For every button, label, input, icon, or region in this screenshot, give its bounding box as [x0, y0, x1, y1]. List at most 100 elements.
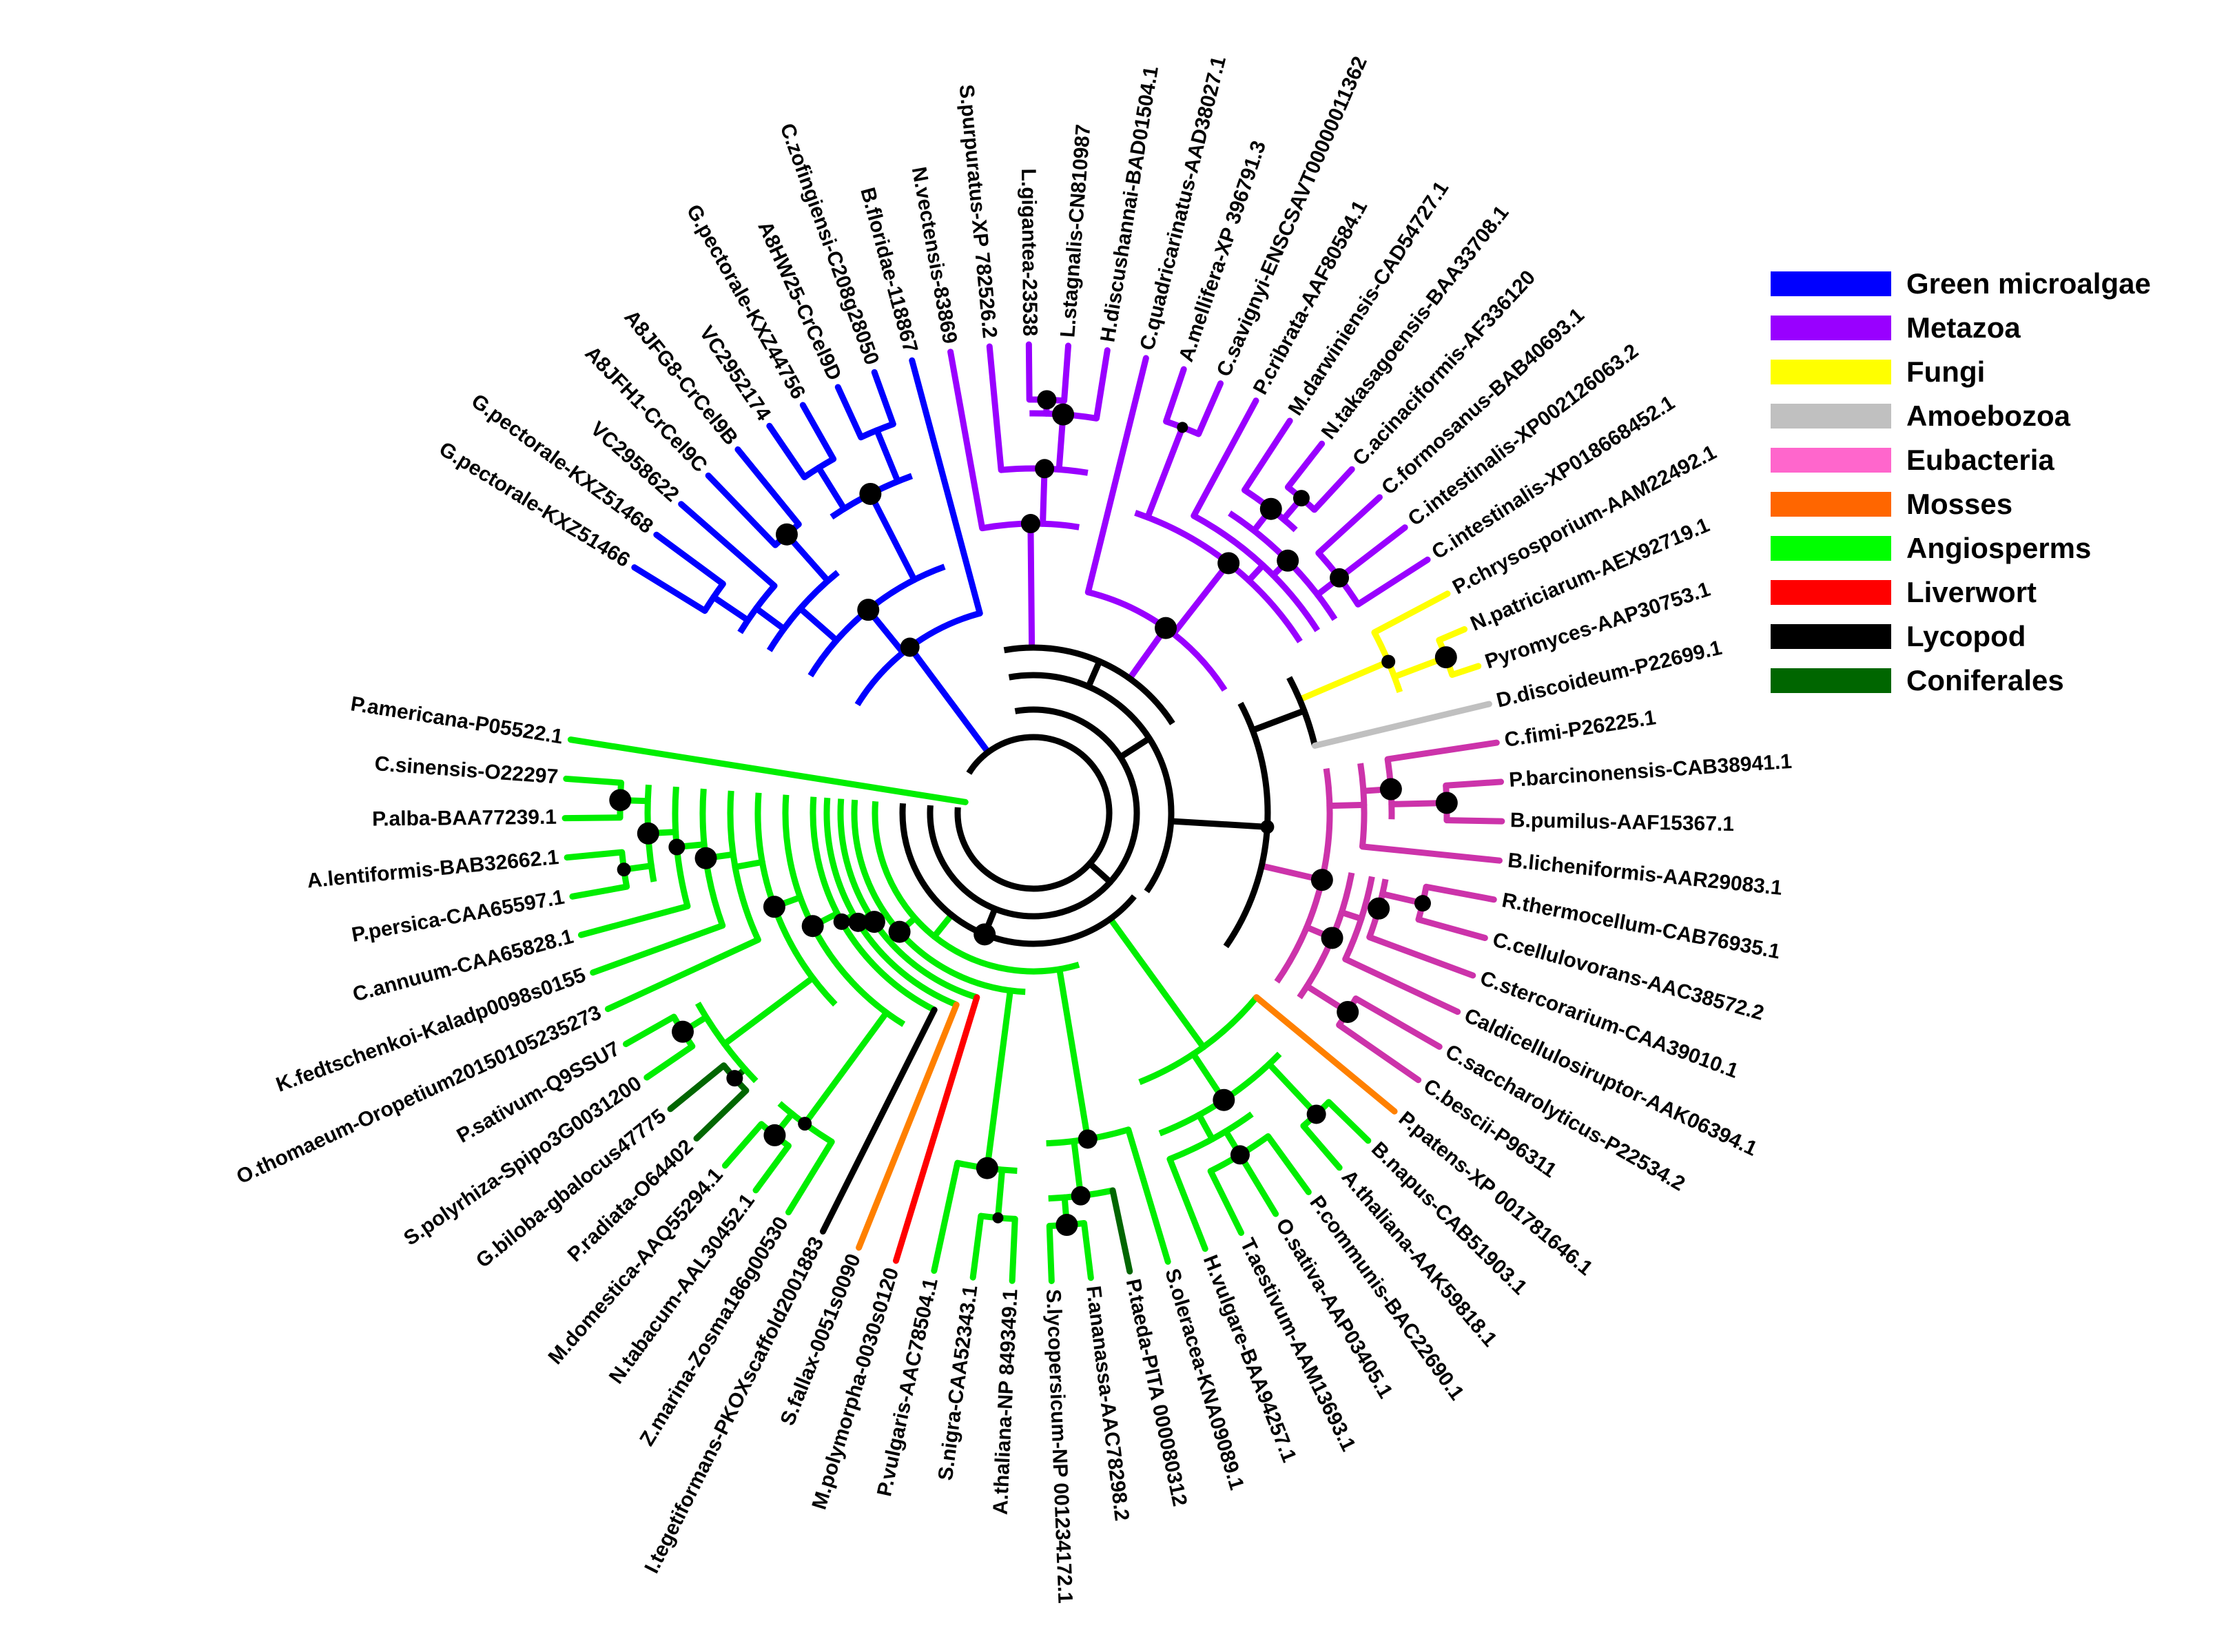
support-node — [833, 913, 850, 930]
branch — [1371, 590, 1451, 636]
branch — [721, 1121, 765, 1169]
legend-label: Green microalgae — [1906, 267, 2151, 300]
branch — [1423, 883, 1497, 903]
taxon-label: A.thaliana-NP 849349.1 — [989, 1288, 1022, 1515]
branch — [678, 501, 778, 589]
branch — [1352, 995, 1443, 1050]
taxon-label: C.fimi-P26225.1 — [1503, 706, 1657, 752]
taxon-label: A.lentiformis-BAB32662.1 — [306, 846, 559, 893]
branch — [1093, 347, 1111, 422]
branch — [1084, 355, 1149, 596]
branch — [1241, 417, 1293, 493]
support-node — [775, 523, 798, 546]
legend-item: Fungi — [1771, 350, 2151, 394]
taxon-label: C.zofingiensi-C208g28050 — [775, 121, 883, 368]
branch — [1081, 1219, 1094, 1281]
branch — [1384, 739, 1500, 763]
branch — [1166, 1155, 1208, 1252]
support-node — [888, 920, 911, 943]
taxon-label: B.licheniformis-AAR29083.1 — [1507, 849, 1783, 900]
branch-arc — [927, 706, 1140, 920]
branch — [1107, 916, 1207, 1051]
branch — [871, 369, 896, 428]
branch — [721, 975, 816, 1047]
branch — [1085, 658, 1103, 690]
taxon-label: C.stercorarium-CAA39010.1 — [1477, 967, 1742, 1083]
branch — [1237, 1151, 1279, 1217]
branch — [1311, 701, 1492, 749]
branch — [1265, 1133, 1312, 1195]
branch — [1436, 626, 1468, 643]
branch — [631, 564, 708, 615]
support-node — [1052, 403, 1075, 426]
support-node — [1155, 617, 1177, 639]
support-node — [798, 1117, 812, 1131]
branch — [1338, 909, 1365, 922]
support-node — [672, 1020, 694, 1043]
branch — [705, 472, 779, 548]
support-node — [668, 838, 686, 856]
support-node — [694, 847, 717, 869]
legend-swatch — [1771, 316, 1891, 340]
branch — [1163, 366, 1187, 425]
legend-swatch — [1771, 360, 1891, 384]
support-node — [863, 911, 885, 933]
support-node — [609, 789, 632, 812]
support-node — [1330, 568, 1350, 588]
legend-item: Amoebozoa — [1771, 394, 2151, 438]
legend-item: Green microalgae — [1771, 262, 2151, 306]
branch — [1086, 860, 1113, 885]
tree-branches — [562, 341, 1505, 1284]
branch — [1300, 1122, 1343, 1171]
support-node — [1321, 927, 1343, 949]
branch — [893, 994, 980, 1264]
support-node — [1177, 422, 1188, 433]
branch — [785, 1138, 835, 1216]
taxon-label: N.vectensis-83869 — [907, 165, 962, 346]
branch-arc — [851, 799, 1026, 995]
support-node — [1260, 820, 1275, 834]
branch — [766, 422, 808, 481]
branch — [653, 531, 726, 588]
support-node — [801, 915, 824, 938]
legend-label: Amoebozoa — [1906, 400, 2071, 432]
branch-arc — [954, 734, 1113, 892]
branch — [815, 464, 847, 512]
legend: Green microalgae Metazoa Fungi Amoebozoa… — [1771, 262, 2151, 703]
support-node — [1055, 1214, 1078, 1237]
branch — [1336, 524, 1408, 581]
support-node — [763, 896, 785, 918]
legend-label: Metazoa — [1906, 311, 2021, 344]
support-node — [857, 599, 880, 621]
taxon-label: F.ananassa-AAC78298.2 — [1082, 1285, 1133, 1522]
legend-item: Eubacteria — [1771, 438, 2151, 482]
branch — [1415, 916, 1488, 941]
branch — [1266, 1061, 1320, 1117]
branch — [564, 849, 626, 861]
legend-swatch — [1771, 668, 1891, 693]
branch — [1170, 560, 1232, 637]
support-node — [1071, 1186, 1091, 1206]
branch — [1284, 440, 1326, 491]
branch — [874, 427, 901, 485]
legend-label: Fungi — [1906, 355, 1986, 388]
support-node — [1078, 1129, 1098, 1149]
branch — [752, 1142, 792, 1194]
support-node — [1277, 549, 1299, 572]
branch — [801, 1009, 890, 1127]
support-node — [1379, 778, 1402, 801]
branch — [1195, 380, 1224, 437]
support-nodes — [609, 390, 1458, 1237]
support-node — [992, 1212, 1004, 1223]
branch — [931, 911, 955, 940]
legend-swatch — [1771, 580, 1891, 605]
support-node — [859, 482, 882, 505]
support-node — [1368, 897, 1390, 920]
legend-swatch — [1771, 271, 1891, 296]
legend-item: Lycopod — [1771, 615, 2151, 659]
support-node — [900, 637, 920, 657]
legend-swatch — [1771, 624, 1891, 649]
support-node — [1020, 514, 1040, 534]
branch — [1195, 1111, 1216, 1143]
